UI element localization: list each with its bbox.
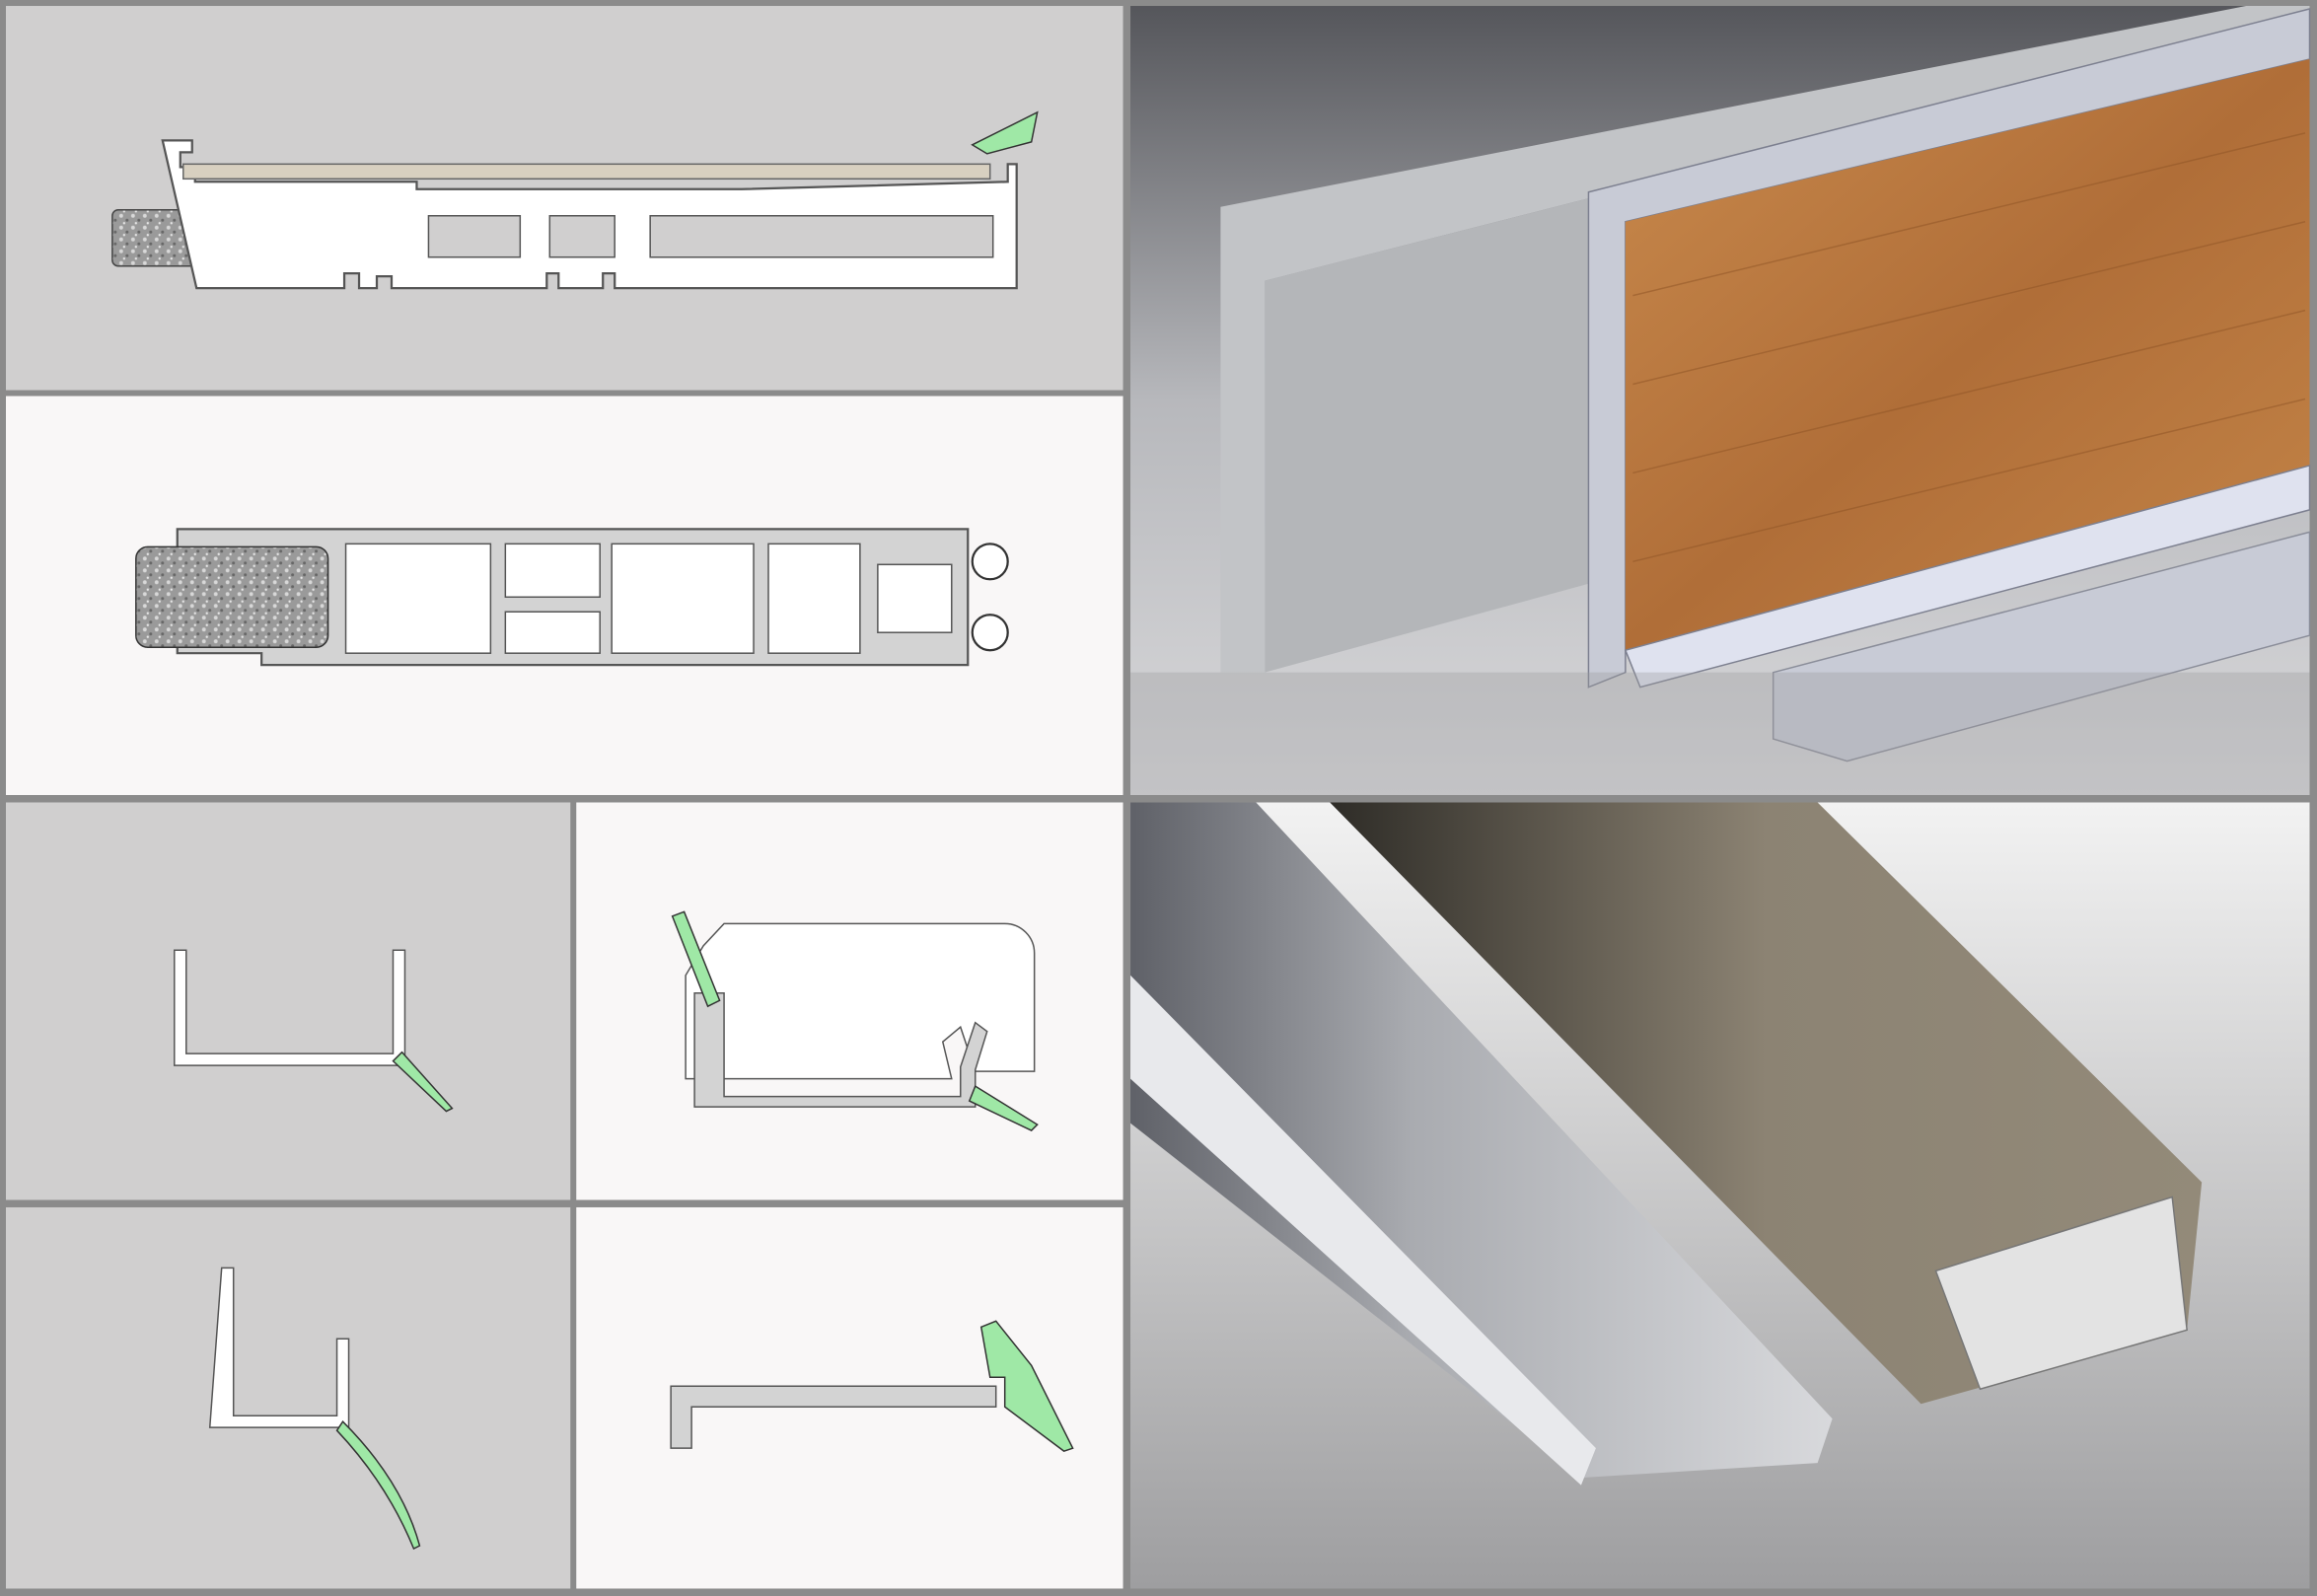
section-angle-seal-panel	[576, 1206, 1123, 1589]
section-u-seal-panel	[5, 802, 571, 1200]
section-u-curved-seal-panel	[5, 1206, 571, 1589]
render-bronze-profile-panel	[1130, 802, 2310, 1589]
render-wood-profile-panel	[1130, 6, 2311, 796]
cross-section-top-panel	[5, 6, 1123, 391]
cross-section-insulated-panel	[5, 396, 1123, 796]
section-clip-frame-panel	[576, 802, 1123, 1200]
